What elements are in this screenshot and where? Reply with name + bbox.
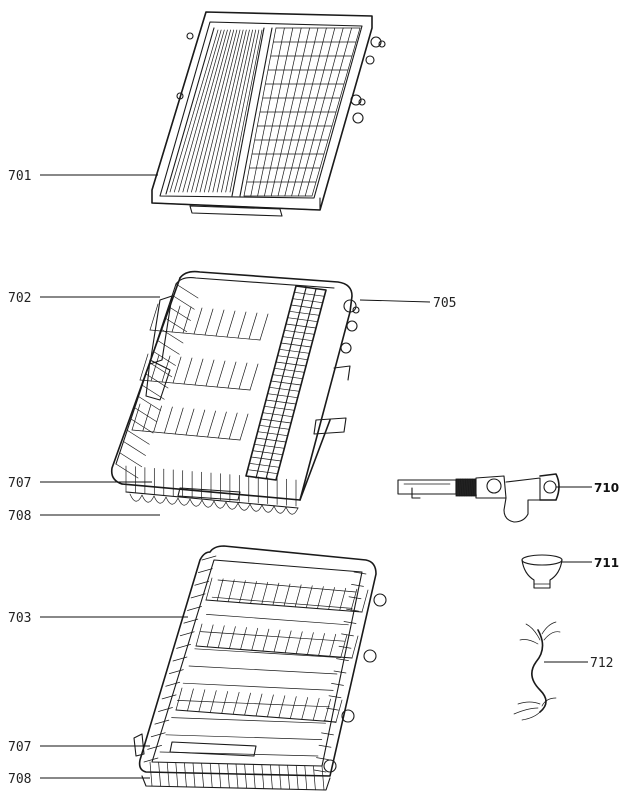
upper-basket-702 bbox=[110, 270, 360, 515]
callout-710: 710 bbox=[594, 481, 619, 495]
leader-lines bbox=[40, 174, 592, 779]
wire-bundle-712 bbox=[513, 621, 561, 721]
callout-703: 703 bbox=[8, 611, 31, 626]
callout-712: 712 bbox=[590, 656, 613, 671]
callout-702: 702 bbox=[8, 291, 31, 306]
cutlery-tray-701 bbox=[151, 11, 386, 217]
callout-701: 701 bbox=[8, 169, 31, 184]
spray-connector-710 bbox=[397, 473, 560, 523]
callout-708-upper: 708 bbox=[8, 509, 31, 524]
callout-707-upper: 707 bbox=[8, 476, 31, 491]
callout-705: 705 bbox=[433, 296, 456, 311]
cap-711 bbox=[521, 554, 563, 589]
callout-711: 711 bbox=[594, 556, 619, 570]
callout-708-lower: 708 bbox=[8, 772, 31, 787]
lower-basket-703 bbox=[133, 545, 387, 791]
callout-707-lower: 707 bbox=[8, 740, 31, 755]
